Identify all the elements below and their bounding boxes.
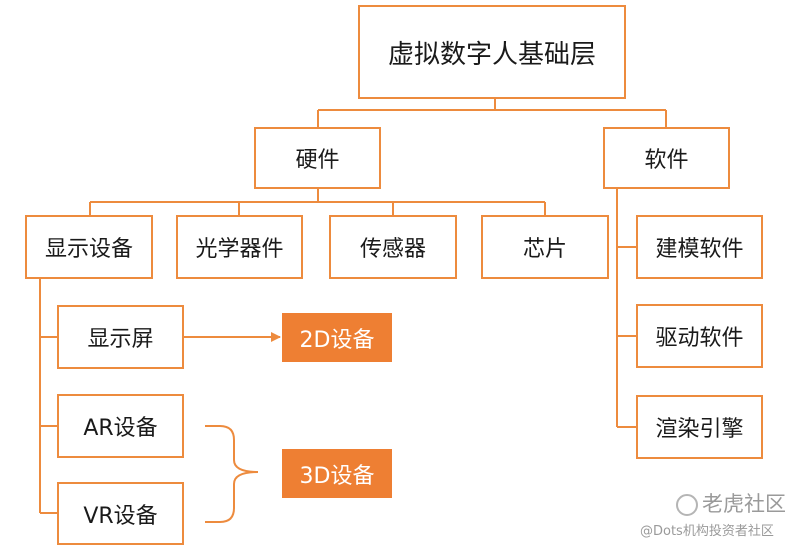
node-chip-label: 芯片	[522, 237, 567, 262]
node-hardware: 硬件	[254, 127, 381, 189]
node-optical-device-label: 光学器件	[195, 237, 284, 262]
node-vr-device: VR设备	[57, 482, 184, 545]
node-sensor: 传感器	[329, 215, 457, 279]
node-3d-device-label: 3D设备	[299, 463, 375, 489]
watermark-handle: @Dots机构投资者社区	[640, 524, 774, 539]
node-hardware-label: 硬件	[295, 148, 340, 173]
brace-to-3d-device	[205, 425, 259, 523]
node-optical-device: 光学器件	[176, 215, 303, 279]
node-driver-software-label: 驱动软件	[655, 326, 744, 351]
node-display-device: 显示设备	[25, 215, 153, 279]
node-software: 软件	[603, 127, 730, 189]
node-modeling-software-label: 建模软件	[655, 237, 744, 262]
tiger-community-logo-icon	[676, 494, 698, 516]
node-sensor-label: 传感器	[359, 237, 426, 262]
node-3d-device: 3D设备	[282, 449, 392, 498]
node-driver-software: 驱动软件	[636, 304, 763, 368]
node-rendering-engine: 渲染引擎	[636, 395, 763, 459]
node-chip: 芯片	[481, 215, 609, 279]
node-2d-device: 2D设备	[282, 313, 392, 362]
root-node-label: 虚拟数字人基础层	[387, 39, 596, 70]
node-display-screen: 显示屏	[57, 305, 184, 369]
node-software-label: 软件	[644, 148, 689, 173]
node-display-device-label: 显示设备	[44, 237, 133, 262]
node-ar-device-label: AR设备	[83, 416, 158, 441]
node-display-screen-label: 显示屏	[87, 327, 154, 352]
node-ar-device: AR设备	[57, 394, 184, 458]
watermark-brand: 老虎社区	[702, 492, 786, 516]
node-2d-device-label: 2D设备	[299, 327, 375, 353]
node-rendering-engine-label: 渲染引擎	[655, 417, 744, 442]
root-node-virtual-human-base-layer: 虚拟数字人基础层	[358, 5, 626, 99]
node-modeling-software: 建模软件	[636, 215, 763, 279]
node-vr-device-label: VR设备	[83, 503, 158, 529]
